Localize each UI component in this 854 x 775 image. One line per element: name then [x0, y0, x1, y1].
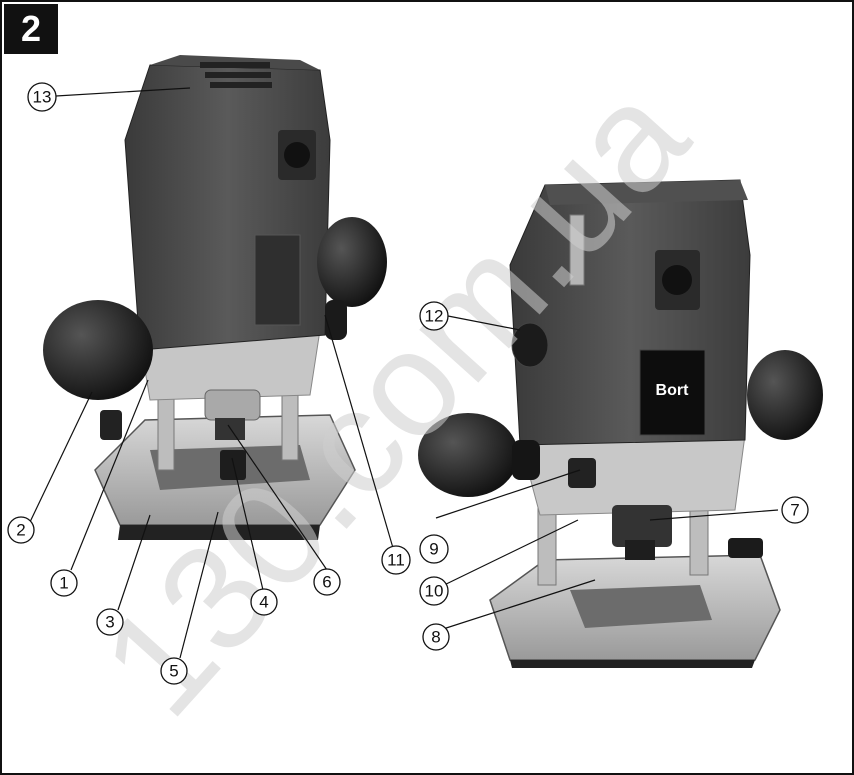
router-left — [43, 55, 387, 540]
callout-1: 1 — [59, 574, 68, 593]
leader-lines — [29, 87, 779, 659]
callout-3: 3 — [105, 613, 114, 632]
callout-9: 9 — [429, 540, 438, 559]
callout-4: 4 — [259, 593, 268, 612]
callout-8: 8 — [431, 628, 440, 647]
router-right — [418, 179, 823, 668]
figure-number-badge: 2 — [4, 4, 58, 54]
callout-12: 12 — [425, 307, 444, 326]
callout-11: 11 — [387, 551, 405, 570]
callout-2: 2 — [16, 521, 25, 540]
callout-5: 5 — [169, 662, 178, 681]
callout-circles — [7, 82, 809, 685]
brand-logo-text: Bort — [656, 382, 690, 399]
callout-7: 7 — [790, 501, 799, 520]
callout-10: 10 — [425, 582, 444, 601]
callout-13: 13 — [33, 88, 52, 107]
callout-6: 6 — [322, 573, 331, 592]
